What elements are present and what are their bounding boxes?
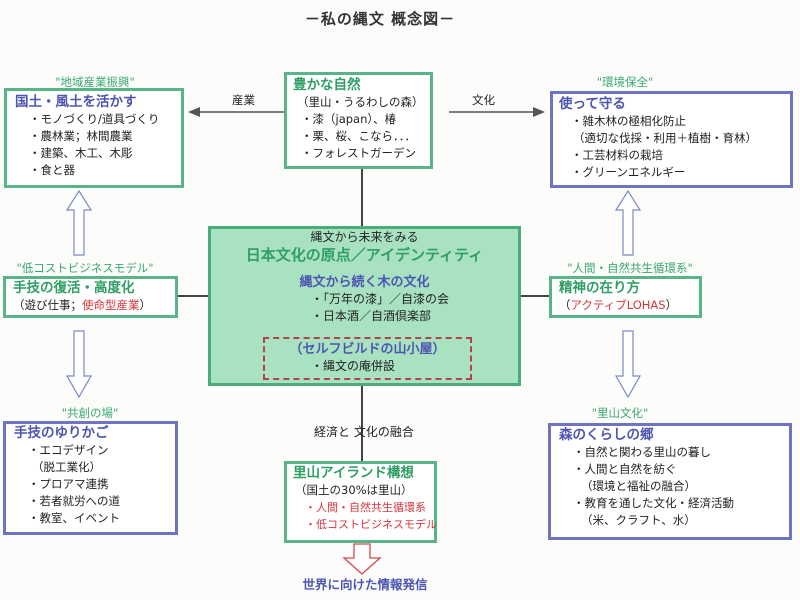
top-center-box: 豊かな自然 （里山・うるわしの森） ・漆（japan）、椿 ・栗、桜、こなら．．…: [284, 72, 433, 169]
list-item: ・人間と自然を紡ぐ: [573, 462, 677, 476]
list-item: （里山・うるわしの森）: [297, 95, 424, 109]
bottom-left-heading: 手技のゆりかご: [14, 425, 109, 441]
arrow-label-industry: 産業: [232, 93, 255, 107]
list-item: ・漆（japan）、椿: [301, 112, 397, 126]
hollow-arrow-down-right: [614, 330, 642, 399]
page-title: －私の縄文 概念図－: [304, 10, 456, 28]
list-item: ・教育を通した文化・経済活動: [573, 496, 734, 510]
list-item: （米、クラフト、水）: [581, 513, 696, 527]
top-right-label: "環境保全": [596, 75, 654, 89]
list-item: ・栗、桜、こなら．．．: [301, 129, 416, 143]
center-box: 縄文から未来をみる 日本文化の原点／アイデンティティ 縄文から続く木の文化 ・「…: [208, 226, 521, 386]
list-item: ・食と器: [29, 163, 75, 177]
connector-top-vertical: [361, 167, 363, 227]
connector-bottom-vertical: [361, 386, 363, 462]
center-subtitle: 縄文から未来をみる: [310, 230, 419, 244]
bottom-right-heading: 森のくらしの郷: [559, 427, 654, 443]
top-left-heading: 国土・風土を活かす: [15, 94, 137, 110]
top-center-heading: 豊かな自然: [293, 77, 361, 93]
list-item: ・フォレストガーデン: [301, 146, 416, 160]
bottom-left-box: 手技のゆりかご ・エコデザイン （脱工業化） ・プロアマ連携 ・若者就労への道 …: [3, 421, 178, 535]
mid-right-detail: （アクティブLOHAS）: [559, 297, 699, 314]
list-item: ・日本酒／自酒倶楽部: [311, 309, 432, 323]
list-item: ・「万年の漆」／自漆の会: [311, 292, 450, 306]
bottom-center-box: 里山アイランド構想 （国土の30%は里山） ・人間・自然共生循環系 ・低コストビ…: [284, 461, 437, 543]
list-item: ・縄文の庵併設: [311, 359, 396, 373]
list-item: ・人間・自然共生循環系: [305, 501, 426, 514]
dashed-heading: （セルフビルドの山小屋）: [289, 342, 446, 357]
bottom-center-footer: 世界に向けた情報発信: [302, 577, 428, 592]
mid-right-label: "人間・自然共生循環系": [567, 261, 693, 275]
center-heading: 日本文化の原点／アイデンティティ: [245, 246, 484, 264]
list-item: ・自然と関わる里山の暮し: [573, 445, 711, 459]
connector-left-horizontal: [178, 295, 210, 297]
bottom-connector-label: 経済と 文化の融合: [314, 425, 414, 439]
bottom-center-heading: 里山アイランド構想: [293, 465, 414, 481]
detail-text: ）: [665, 298, 678, 312]
list-item: ・グリーンエネルギー: [571, 165, 686, 179]
bottom-left-label: "共創の場": [61, 406, 119, 420]
list-item: ・低コストビジネスモデル: [305, 518, 437, 531]
center-section-heading: 縄文から続く木の文化: [299, 275, 430, 290]
top-right-heading: 使って守る: [559, 96, 626, 112]
mid-right-heading: 精神の在り方: [559, 280, 640, 296]
detail-text: （遊び仕事；: [13, 298, 82, 312]
list-item: ・建築、木工、木彫: [29, 146, 133, 160]
detail-highlight: アクティブLOHAS: [570, 298, 666, 312]
arrow-left-industry: [188, 107, 284, 117]
bottom-center-subtitle: （国土の30%は里山）: [295, 483, 413, 497]
arrow-label-culture: 文化: [472, 93, 495, 107]
list-item: ・工芸材料の栽培: [571, 148, 663, 162]
hollow-arrow-down-left: [65, 330, 93, 399]
detail-text: （: [559, 298, 571, 312]
mid-left-box: 手技の復活・高度化 （遊び仕事；使命型産業）: [3, 276, 178, 318]
detail-highlight: 使命型産業: [82, 298, 140, 312]
list-item: ・エコデザイン: [28, 443, 109, 457]
detail-text: ）: [139, 298, 152, 312]
top-left-label: "地域産業振興": [55, 75, 135, 89]
list-item: （脱工業化）: [32, 460, 101, 474]
mid-left-label: "低コストビジネスモデル": [16, 261, 154, 275]
top-right-box: 使って守る ・雑木林の極相化防止 （適切な伐採・利用＋植樹・育林） ・工芸材料の…: [550, 91, 793, 188]
list-item: ・農林業；林間農業: [29, 129, 133, 143]
list-item: ・モノづくり/道具づくり: [29, 112, 160, 126]
list-item: ・教室、イベント: [28, 511, 120, 525]
list-item: ・雑木林の極相化防止: [571, 114, 686, 128]
list-item: ・プロアマ連携: [28, 477, 109, 491]
hollow-arrow-up-left: [65, 189, 93, 256]
mid-left-heading: 手技の復活・高度化: [13, 280, 135, 296]
mid-left-detail: （遊び仕事；使命型産業）: [13, 297, 175, 314]
bottom-right-box: 森のくらしの郷 ・自然と関わる里山の暮し ・人間と自然を紡ぐ （環境と福祉の融合…: [548, 423, 792, 540]
list-item: （適切な伐採・利用＋植樹・育林）: [573, 131, 757, 145]
bottom-right-label: "里山文化": [591, 406, 649, 420]
hollow-arrow-down-red: [342, 543, 382, 575]
hollow-arrow-up-right: [614, 189, 642, 256]
dashed-group: （セルフビルドの山小屋） ・縄文の庵併設: [263, 337, 472, 380]
top-left-box: 国土・風土を活かす ・モノづくり/道具づくり ・農林業；林間農業 ・建築、木工、…: [4, 88, 184, 188]
connector-right-horizontal: [519, 295, 549, 297]
mid-right-box: 精神の在り方 （アクティブLOHAS）: [549, 276, 702, 318]
list-item: ・若者就労への道: [28, 494, 120, 508]
list-item: （環境と福祉の融合）: [581, 479, 696, 493]
arrow-right-culture: [449, 107, 545, 117]
